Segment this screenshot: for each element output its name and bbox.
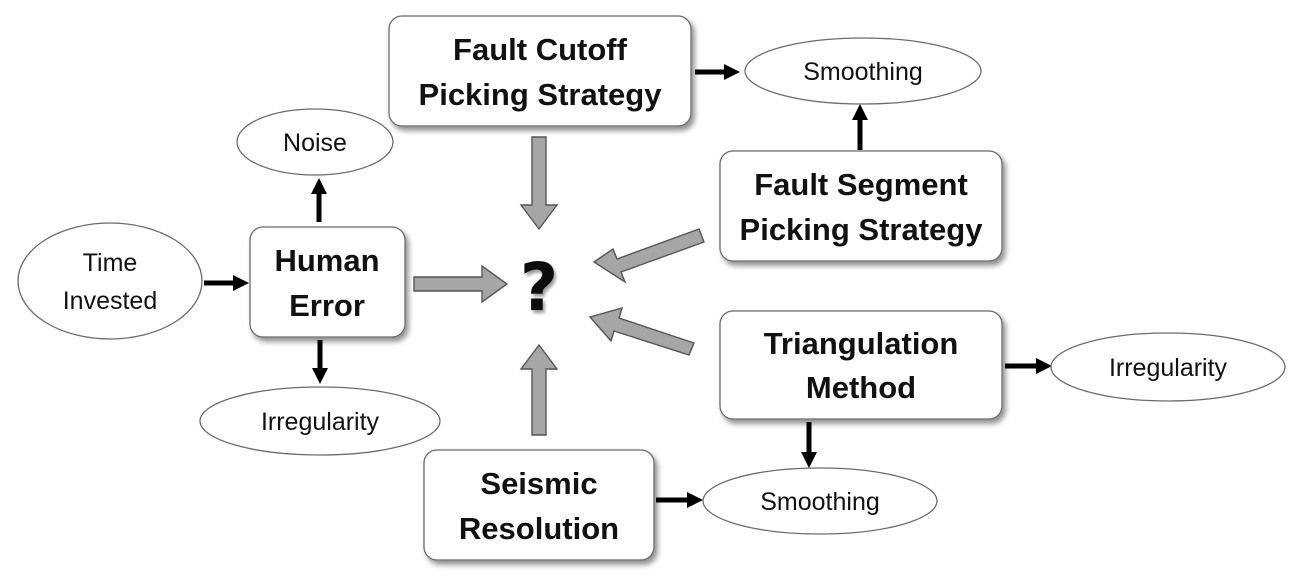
arrow-seismic-to-center <box>519 343 559 436</box>
arrow-triangulation-to-smoothing <box>801 422 817 468</box>
unknown-outcome-symbol: ? <box>520 249 558 326</box>
fault-segment-label-line-1: Fault Segment <box>754 167 968 202</box>
arrow-triangulation-to-irregularity <box>1005 358 1052 374</box>
irregularity-right-ellipse: Irregularity <box>1050 332 1286 402</box>
seismic-resolution-label-line-1: Seismic <box>480 466 597 501</box>
arrow-human-error-to-center <box>413 264 509 304</box>
triangulation-label-line-2: Method <box>806 370 916 405</box>
triangulation-method-box: Triangulation Method <box>719 310 1003 420</box>
arrow-human-error-to-noise <box>311 178 327 222</box>
smoothing-top-label: Smoothing <box>803 58 923 86</box>
smoothing-bottom-label: Smoothing <box>760 488 880 516</box>
time-invested-label-line-2: Invested <box>63 287 158 315</box>
noise-ellipse: Noise <box>236 108 394 176</box>
arrow-fault-cutoff-to-smoothing <box>695 64 740 80</box>
time-invested-ellipse: Time Invested <box>17 222 203 340</box>
fault-cutoff-label-line-2: Picking Strategy <box>419 77 663 112</box>
fault-cutoff-label-line-1: Fault Cutoff <box>453 32 628 67</box>
human-error-box: Human Error <box>249 226 406 338</box>
fault-segment-picking-strategy-box: Fault Segment Picking Strategy <box>719 150 1003 262</box>
time-invested-label-line-1: Time <box>83 249 138 277</box>
noise-label: Noise <box>283 129 347 157</box>
irregularity-right-label: Irregularity <box>1109 354 1228 382</box>
fault-cutoff-picking-strategy-box: Fault Cutoff Picking Strategy <box>388 15 692 127</box>
fault-segment-label-line-2: Picking Strategy <box>740 212 984 247</box>
arrow-fault-segment-to-smoothing <box>852 104 868 150</box>
seismic-resolution-label-line-2: Resolution <box>459 511 619 546</box>
arrow-seismic-to-smoothing <box>656 492 703 508</box>
seismic-resolution-box: Seismic Resolution <box>423 449 655 561</box>
arrow-fault-segment-to-center <box>592 228 705 284</box>
arrow-triangulation-to-center <box>588 306 695 356</box>
arrow-human-error-to-irregularity <box>312 340 328 384</box>
human-error-label-line-2: Error <box>289 288 365 323</box>
irregularity-left-ellipse: Irregularity <box>199 386 441 456</box>
arrow-time-to-human-error <box>204 275 249 291</box>
irregularity-left-label: Irregularity <box>261 408 380 436</box>
triangulation-label-line-1: Triangulation <box>764 326 959 361</box>
arrow-fault-cutoff-to-center <box>519 136 559 231</box>
human-error-label-line-1: Human <box>274 243 379 278</box>
smoothing-bottom-ellipse: Smoothing <box>702 467 938 535</box>
smoothing-top-ellipse: Smoothing <box>744 37 982 105</box>
